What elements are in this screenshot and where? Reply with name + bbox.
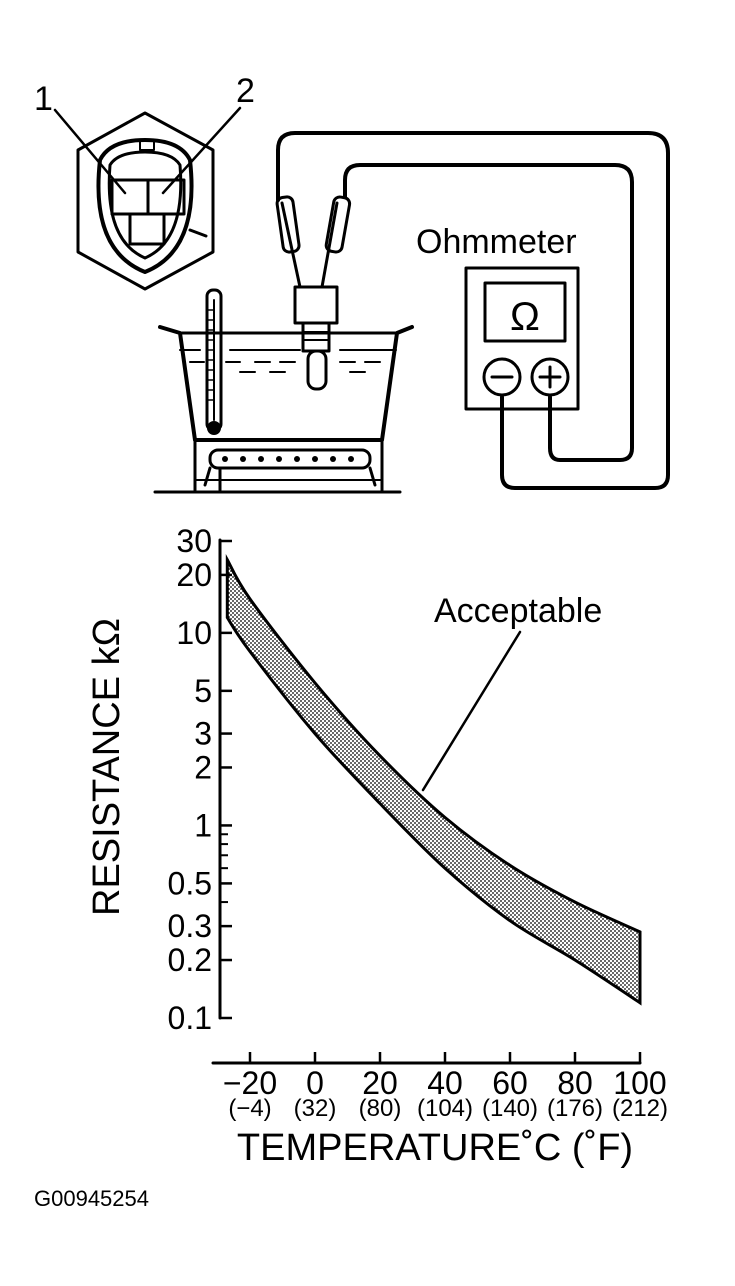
- x-tick-label-f: (80): [359, 1095, 402, 1122]
- pin2-label: 2: [236, 72, 255, 110]
- x-tick-label-c: −20: [223, 1065, 277, 1101]
- x-ticks: −20(−4) 0(32) 20(80) 40(104) 60(140) 80(176) 1…: [223, 1052, 668, 1122]
- y-tick-label: 0.5: [168, 865, 212, 901]
- x-tick-label-c: 100: [613, 1065, 666, 1101]
- x-axis-title: TEMPERATURE˚C (˚F): [237, 1127, 633, 1169]
- x-tick-label-f: (32): [294, 1095, 337, 1122]
- plus-terminal: [530, 357, 570, 397]
- x-tick-label-c: 20: [362, 1065, 398, 1101]
- acceptable-band: [225, 554, 642, 1006]
- minus-terminal: [482, 357, 522, 397]
- x-tick-label-c: 60: [492, 1065, 528, 1101]
- thermometer: [205, 288, 223, 435]
- burner-stand: [153, 438, 402, 494]
- x-tick-label-f: (212): [612, 1095, 668, 1122]
- connector-illustration: 1 2: [34, 72, 255, 291]
- x-tick-label-f: (140): [482, 1095, 538, 1122]
- y-tick-label: 5: [194, 673, 212, 709]
- y-tick-label: 0.3: [168, 908, 212, 944]
- x-tick-label-c: 0: [306, 1065, 324, 1101]
- ohmmeter: Ohmmeter Ω: [416, 223, 580, 411]
- x-tick-label-c: 40: [427, 1065, 463, 1101]
- y-tick-label: 0.1: [168, 1000, 212, 1036]
- ohm-symbol: Ω: [510, 295, 540, 339]
- x-tick-label-c: 80: [557, 1065, 593, 1101]
- y-tick-label: 3: [194, 716, 212, 752]
- acceptable-leader: [421, 630, 522, 792]
- water-pot: [158, 325, 414, 442]
- acceptable-label: Acceptable: [434, 592, 602, 630]
- x-tick-label-f: (104): [417, 1095, 473, 1122]
- ohmmeter-display: [483, 281, 567, 343]
- temperature-sensor: [275, 195, 352, 391]
- x-tick-label-f: (176): [547, 1095, 603, 1122]
- y-tick-label: 20: [176, 557, 212, 593]
- figure-id: G00945254: [34, 1186, 149, 1211]
- pin1-label: 1: [34, 80, 53, 118]
- y-tick-label: 2: [194, 749, 212, 785]
- test-leads: [276, 131, 670, 490]
- pin2-leader: [161, 106, 242, 195]
- y-tick-label: 1: [194, 807, 212, 843]
- y-axis-title: RESISTANCE kΩ: [86, 618, 128, 916]
- pin1-leader: [53, 108, 127, 195]
- y-tick-label: 0.2: [168, 942, 212, 978]
- x-tick-label-f: (−4): [228, 1095, 271, 1122]
- ohmmeter-label: Ohmmeter: [416, 223, 577, 261]
- y-tick-label: 30: [176, 523, 212, 559]
- y-tick-label: 10: [176, 615, 212, 651]
